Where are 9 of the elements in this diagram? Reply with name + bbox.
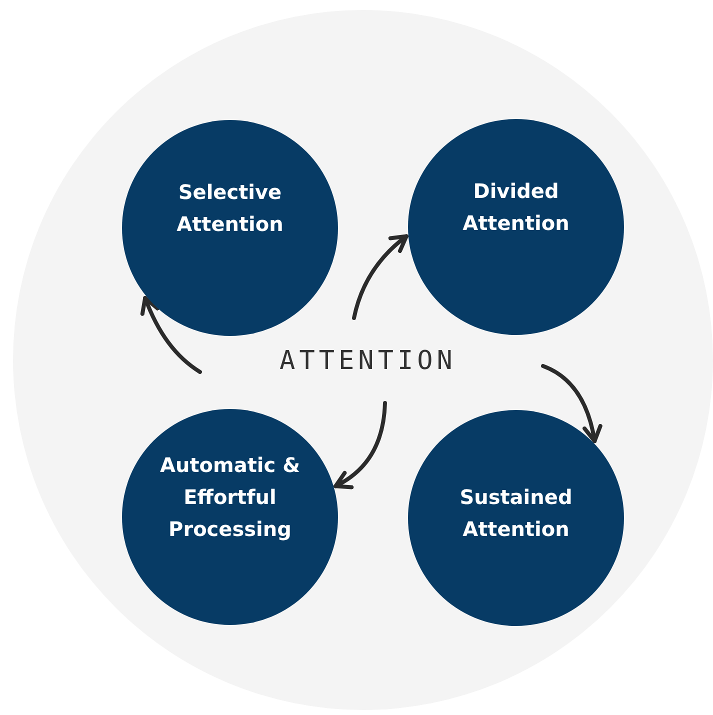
curved-arrow	[541, 364, 602, 444]
curved-arrow	[140, 296, 202, 374]
circle-label: Automatic & Effortful Processing	[158, 452, 302, 543]
center-label: ATTENTION	[276, 344, 460, 378]
curved-arrow	[334, 401, 387, 489]
circle-label: Selective Attention	[176, 179, 284, 238]
circle-label: Sustained Attention	[458, 484, 574, 543]
curved-arrow	[352, 234, 408, 320]
circle-label: Divided Attention	[462, 178, 570, 237]
